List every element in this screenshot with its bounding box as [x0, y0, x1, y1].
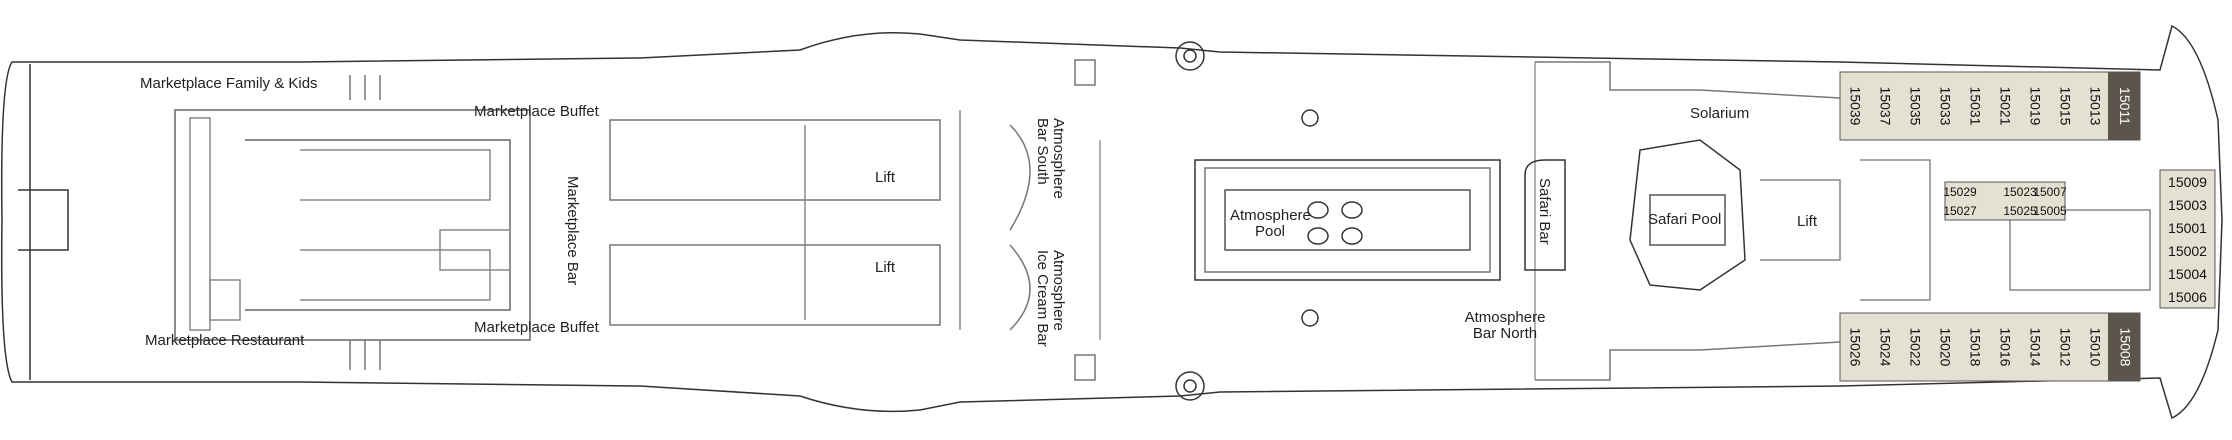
cabin-number: 15003: [2168, 196, 2207, 213]
cabin-number: 15012: [2057, 327, 2073, 367]
label-lift-fwd-bottom: Lift: [875, 259, 896, 276]
cabin-number: 15009: [2168, 173, 2207, 190]
label-lift-fwd-top: Lift: [875, 169, 896, 186]
cabin-block-top: [1839, 71, 2141, 141]
cabin-number: 15005: [2033, 203, 2067, 218]
label-atmosphere-ice-cream-bar: Atmosphere Ice Cream Bar: [1034, 250, 1067, 347]
cabin-number: 15022: [1907, 327, 1923, 367]
cabin-number: 15026: [1847, 327, 1863, 367]
cabin-number: 15035: [1907, 86, 1923, 126]
label-atmosphere-pool: Atmosphere Pool: [1230, 207, 1311, 240]
hull-outline: [0, 24, 2223, 420]
label-atmosphere-bar-north-line1: Atmosphere: [1464, 309, 1546, 326]
cabin-number: 15033: [1937, 86, 1953, 126]
cabin-number: 15024: [1877, 327, 1893, 367]
cabin-number: 15002: [2168, 242, 2207, 259]
label-marketplace-restaurant: Marketplace Restaurant: [145, 332, 305, 349]
safari-pool-outline: [1629, 139, 1746, 291]
label-atmosphere-ice-cream-bar-line1: Atmosphere: [1050, 250, 1067, 331]
cabin-number: 15037: [1877, 86, 1893, 126]
label-atmosphere-ice-cream-bar-line2: Ice Cream Bar: [1034, 250, 1051, 347]
cabin-number: 15011: [2117, 87, 2133, 125]
label-marketplace-buffet-top: Marketplace Buffet: [474, 103, 599, 120]
cabin-number: 15027: [1943, 203, 1977, 218]
cabin-number: 15008: [2117, 327, 2133, 367]
cabin-number: 15007: [2033, 184, 2067, 199]
cabin-number: 15018: [1967, 327, 1983, 367]
label-atmosphere-bar-north: Atmosphere Bar North: [1460, 310, 1550, 342]
cabin-number: 15020: [1937, 327, 1953, 367]
cabin-number: 15004: [2168, 265, 2207, 282]
label-atmosphere-bar-south-line2: Bar South: [1034, 118, 1051, 185]
label-atmosphere-pool-line2: Pool: [1254, 223, 1286, 240]
cabin-number: 15016: [1997, 327, 2013, 367]
cabin-number: 15031: [1967, 86, 1983, 126]
label-marketplace-bar: Marketplace Bar: [564, 176, 581, 286]
cabin-block-stern: [2159, 169, 2216, 309]
label-marketplace-buffet-bottom: Marketplace Buffet: [474, 319, 599, 336]
cabin-number: 15021: [1997, 86, 2013, 126]
safari-bar-outline: [1524, 159, 1566, 271]
cabin-block-bottom: [1839, 312, 2141, 382]
cabin-number: 15001: [2168, 219, 2207, 236]
atmosphere-pool-outline: [1194, 159, 1501, 281]
cabin-number: 15006: [2168, 288, 2207, 305]
cabin-number: 15023: [2003, 184, 2037, 199]
label-safari-pool: Safari Pool: [1648, 211, 1722, 228]
cabin-dark-top: [2108, 72, 2140, 140]
cabin-number: 15019: [2027, 86, 2043, 126]
label-atmosphere-bar-south-line1: Atmosphere: [1050, 118, 1067, 199]
cabin-number: 15013: [2087, 86, 2103, 126]
cabin-number: 15029: [1943, 184, 1977, 199]
label-atmosphere-bar-north-line2: Bar North: [1472, 325, 1538, 342]
label-lift-aft: Lift: [1797, 213, 1818, 230]
cabin-number: 15025: [2003, 203, 2037, 218]
cabin-number: 15039: [1847, 86, 1863, 126]
cabin-number: 15014: [2027, 327, 2043, 367]
label-atmosphere-pool-line1: Atmosphere: [1230, 207, 1311, 224]
label-atmosphere-bar-south: Atmosphere Bar South: [1034, 118, 1067, 199]
cabin-number: 15015: [2057, 86, 2073, 126]
label-marketplace-family-kids: Marketplace Family & Kids: [140, 75, 318, 92]
cabin-layer: [1839, 71, 2216, 382]
cabin-number: 15010: [2087, 327, 2103, 367]
label-safari-bar: Safari Bar: [1536, 178, 1553, 245]
cabin-block-inner: [1944, 181, 2066, 221]
label-solarium: Solarium: [1690, 105, 1750, 122]
cabin-dark-bottom: [2108, 313, 2140, 381]
